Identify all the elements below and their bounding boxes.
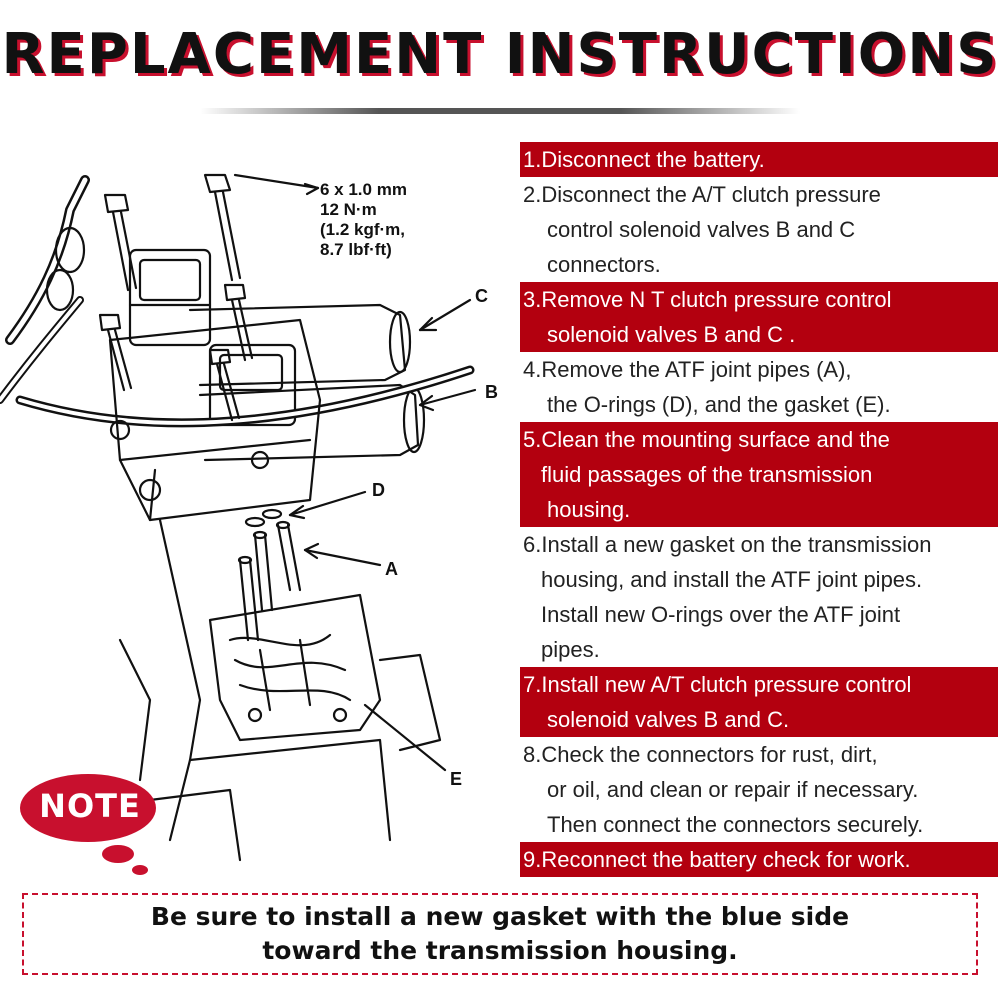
note-badge-label: NOTE [39,787,141,825]
step-5-line-3: housing. [520,492,998,527]
step-2-line-1: 2.Disconnect the A/T clutch pressure [523,182,881,207]
step-2-line-2: control solenoid valves B and C [547,217,856,242]
step-6-line-2: housing, and install the ATF joint pipes… [541,567,923,592]
step-4-line-2: the O-rings (D), and the gasket (E). [547,392,891,417]
step-7-line-2: solenoid valves B and C. [520,702,998,737]
callout-d: D [372,480,385,500]
note-line-1: Be sure to install a new gasket with the… [150,902,850,931]
step-8-line-2: or oil, and clean or repair if necessary… [547,777,919,802]
step-3-line-1: 3.Remove N T clutch pressure control [520,282,998,317]
callout-e: E [450,769,462,789]
solenoid-diagram: 6 x 1.0 mm 12 N·m (1.2 kgf·m, 8.7 lbf·ft… [0,173,498,862]
callout-c: C [475,286,488,306]
note-badge [20,774,156,875]
step-6-line-1: 6.Install a new gasket on the transmissi… [523,532,932,557]
step-8-line-3: Then connect the connectors securely. [547,812,924,837]
page-title: REPLACEMENT INSTRUCTIONS [1,22,999,87]
spec-line-4: 8.7 lbf·ft) [320,240,392,259]
note-line-2: toward the transmission housing. [262,936,738,965]
step-9-line-1: 9.Reconnect the battery check for work. [520,842,998,877]
step-4-line-1: 4.Remove the ATF joint pipes (A), [523,357,852,382]
step-5-line-2: fluid passages of the transmission [520,457,998,492]
step-6-line-4: pipes. [541,637,600,662]
step-2-line-3: connectors. [547,252,661,277]
step-8-line-1: 8.Check the connectors for rust, dirt, [523,742,878,767]
step-6-line-3: Install new O-rings over the ATF joint [541,602,901,627]
step-5-line-1: 5.Clean the mounting surface and the [520,422,998,457]
title-underline [200,108,800,114]
spec-line-1: 6 x 1.0 mm [320,180,407,199]
callout-b: B [485,382,498,402]
note-box: Be sure to install a new gasket with the… [22,893,978,975]
spec-line-3: (1.2 kgf·m, [320,220,405,239]
callout-a: A [385,559,398,579]
spec-line-2: 12 N·m [320,200,377,219]
instruction-steps: 1.Disconnect the battery. 2.Disconnect th… [520,142,998,877]
step-7-line-1: 7.Install new A/T clutch pressure contro… [520,667,998,702]
step-3-line-2: solenoid valves B and C . [520,317,998,352]
step-1-line-1: 1.Disconnect the battery. [520,142,998,177]
